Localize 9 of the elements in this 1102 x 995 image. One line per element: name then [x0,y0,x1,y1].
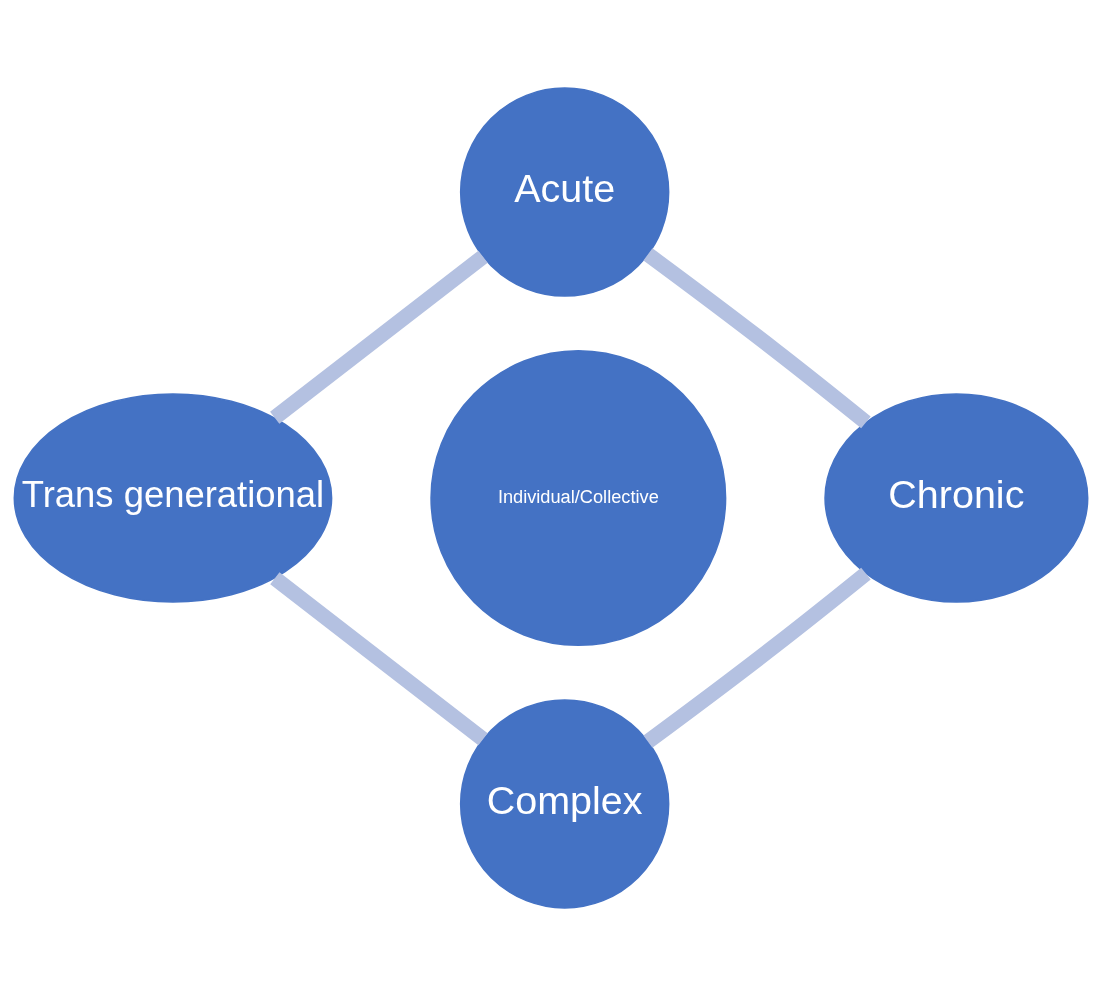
connector [643,567,871,748]
node-ellipse: Chronic [824,392,1089,603]
connector [270,571,488,745]
node-circle: Individual/Collective [430,349,727,646]
connector [643,247,871,428]
node-circle: Complex [459,698,670,909]
node-circle: Acute [459,86,670,297]
connector [270,250,488,424]
node-ellipse: Trans generational [13,392,333,603]
